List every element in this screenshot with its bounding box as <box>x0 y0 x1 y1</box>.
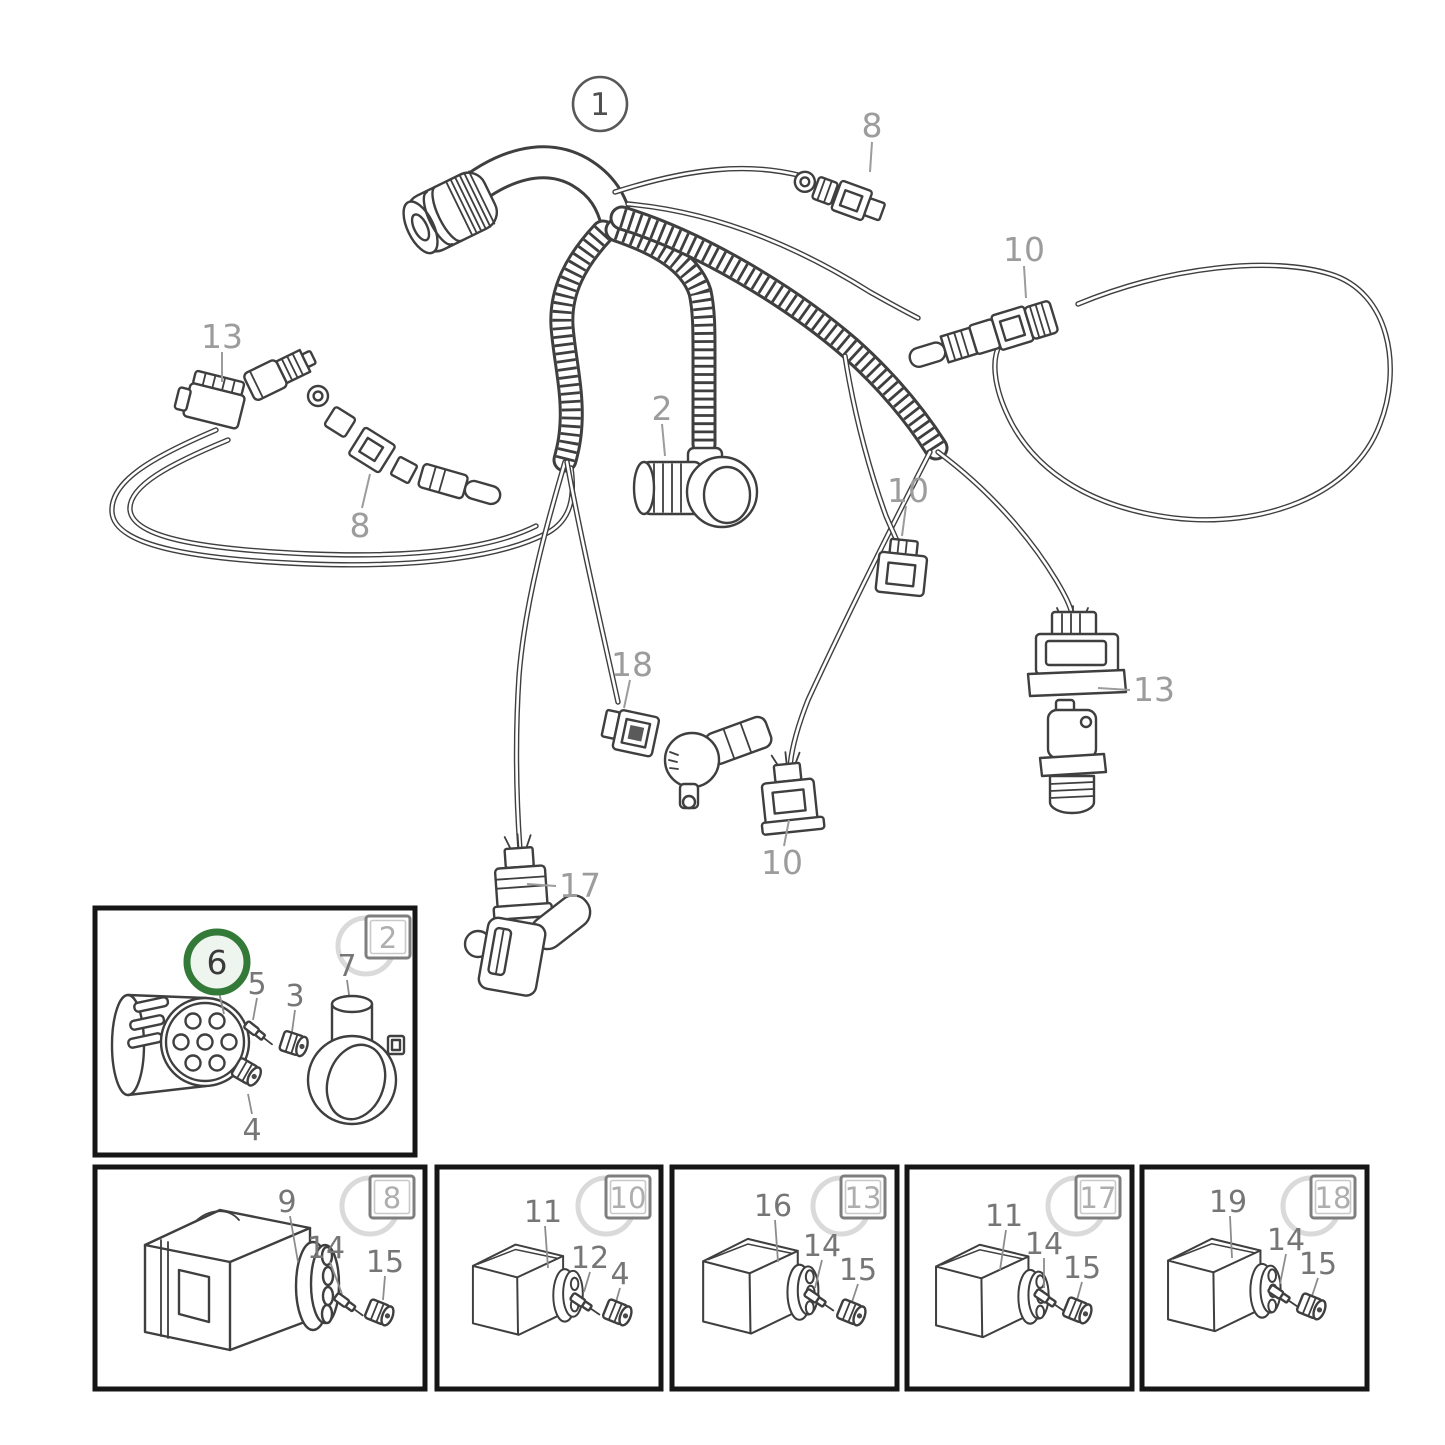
connector-13-right <box>1026 605 1128 698</box>
parts-box-10-badge-number: 10 <box>610 1181 647 1215</box>
parts-box-18-badge-number: 18 <box>1315 1181 1352 1215</box>
part-15-label: 15 <box>366 1245 404 1280</box>
callout-17[interactable]: 17 <box>559 866 601 905</box>
harness-assembly-drawing <box>109 145 1393 997</box>
part-14-label-box17: 14 <box>1025 1227 1063 1262</box>
highlighted-part-6[interactable]: 6 <box>183 928 251 1015</box>
part-4-label: 4 <box>242 1113 261 1148</box>
corrugated-tubes <box>562 218 936 460</box>
part-9-label: 9 <box>277 1185 296 1220</box>
parts-box-13-badge-number: 13 <box>845 1181 882 1215</box>
callouts: 1 8 10 13 2 8 10 18 13 10 17 <box>201 75 1175 905</box>
connector-8-top <box>793 170 886 222</box>
elbow-connector-2 <box>632 446 759 529</box>
harness-trunk <box>445 145 634 241</box>
detail-box-2-badge-number: 2 <box>379 921 397 955</box>
part-11-label-box17: 11 <box>985 1199 1023 1234</box>
sensor-8-left <box>243 348 502 506</box>
camshaft-sensor-18 <box>663 715 773 810</box>
connector-10-bottom <box>760 751 826 836</box>
temp-sensor-13 <box>1038 698 1108 815</box>
part-15-label-box17: 15 <box>1063 1251 1101 1286</box>
highlight-ring[interactable] <box>183 928 251 996</box>
part-3-label: 3 <box>285 979 304 1014</box>
connector-18 <box>600 708 661 758</box>
parts-box-8-badge-number: 8 <box>383 1181 401 1215</box>
connector-13-left <box>173 369 246 430</box>
callout-10-mid[interactable]: 10 <box>887 471 929 510</box>
callout-13-right[interactable]: 13 <box>1133 670 1175 709</box>
callout-13-left[interactable]: 13 <box>201 317 243 356</box>
main-connector <box>402 170 499 255</box>
parts-box-8[interactable]: 8 9 14 15 <box>92 1164 428 1392</box>
detail-box-2[interactable]: 2 6 5 3 <box>92 905 418 1158</box>
part-14-label: 14 <box>307 1231 345 1266</box>
callout-8-top[interactable]: 8 <box>862 106 883 145</box>
part-6-label[interactable]: 6 <box>207 943 228 982</box>
connector-10-mid <box>874 537 929 598</box>
part-7-boot <box>306 994 406 1126</box>
part-16-label: 16 <box>754 1189 792 1224</box>
part-6-connector-insert <box>110 993 251 1097</box>
harness-wires <box>109 165 1393 853</box>
connector-10-right <box>908 300 1059 369</box>
parts-box-17[interactable]: 17 11 14 15 <box>904 1164 1135 1392</box>
callout-18[interactable]: 18 <box>611 645 653 684</box>
part-15-label-box18: 15 <box>1299 1247 1337 1282</box>
part-14-label-box18: 14 <box>1267 1223 1305 1258</box>
callout-8-left[interactable]: 8 <box>350 506 371 545</box>
part-19-label: 19 <box>1209 1185 1247 1220</box>
callout-10-bottom[interactable]: 10 <box>761 843 803 882</box>
parts-box-13[interactable]: 13 16 14 15 <box>669 1164 900 1392</box>
part-7-label: 7 <box>337 949 356 984</box>
part-9-connector <box>143 1208 341 1352</box>
crank-sensor-17 <box>463 894 592 997</box>
part-15-label-box13: 15 <box>839 1253 877 1288</box>
parts-box-17-badge-number: 17 <box>1080 1181 1117 1215</box>
part-12-label: 12 <box>571 1241 609 1276</box>
connector-17 <box>492 833 554 921</box>
callout-1-label[interactable]: 1 <box>590 87 610 123</box>
callout-1[interactable]: 1 <box>571 75 629 133</box>
part-5-label: 5 <box>247 967 266 1002</box>
callout-10-right[interactable]: 10 <box>1003 230 1045 269</box>
parts-box-18[interactable]: 18 19 14 15 <box>1139 1164 1370 1392</box>
parts-box-10[interactable]: 10 11 12 4 <box>434 1164 664 1392</box>
part-11-label: 11 <box>524 1195 562 1230</box>
part-14-label-box13: 14 <box>803 1229 841 1264</box>
callout-2[interactable]: 2 <box>652 389 673 428</box>
part-4-label-box10: 4 <box>610 1257 629 1292</box>
